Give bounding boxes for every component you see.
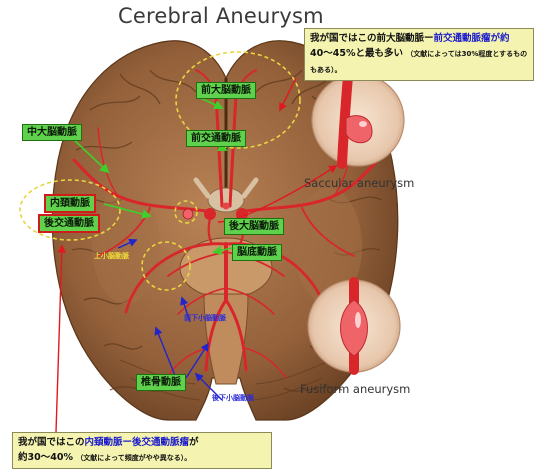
- label-vertebral: 椎骨動脈: [136, 374, 186, 391]
- label-anterior-communicating: 前交通動脈: [186, 130, 246, 147]
- fusiform-aneurysm-illustration: [308, 280, 400, 372]
- caption-saccular: Saccular aneurysm: [304, 176, 414, 190]
- label-posterior-communicating: 後交通動脈: [38, 214, 100, 233]
- bottom-note: 我が国ではこの内頚動脈ー後交通動脈瘤が 約30～40% （文献によって頻度がやや…: [12, 432, 272, 469]
- label-posterior-cerebral: 後大脳動脈: [224, 218, 284, 235]
- saccular-aneurysm-illustration: [312, 74, 404, 166]
- bottom-note-part2: が: [189, 437, 199, 448]
- top-note: 我が国ではこの前大脳動脈ー前交通動脈瘤が約 40～45%と最も多い （文献によっ…: [304, 28, 534, 81]
- label-superior-cerebellar: 上小脳動脈: [94, 252, 129, 260]
- acomm-aneurysm-dot: [223, 203, 230, 210]
- caption-fusiform: Fusiform aneurysm: [300, 382, 410, 396]
- top-note-part1: 我が国ではこの前大脳動脈ー: [310, 33, 434, 44]
- bottom-note-small: （文献によって頻度がやや異なる）。: [76, 454, 191, 462]
- label-middle-cerebral: 中大脳動脈: [22, 124, 82, 141]
- label-posterior-inferior-cerebellar: 後下小脳動脈: [212, 394, 254, 402]
- label-basilar: 脳底動脈: [232, 244, 282, 261]
- top-note-part2: 40～45%と最も多い: [310, 48, 403, 59]
- pcomm-aneurysm-dot: [183, 209, 193, 219]
- bottom-note-part1: 我が国ではこの: [18, 437, 85, 448]
- top-note-highlight: 前交通動脈瘤が約: [434, 33, 510, 44]
- label-anterior-cerebral: 前大脳動脈: [196, 82, 256, 99]
- bottom-note-part3: 約30～40%: [18, 452, 73, 463]
- page-title: Cerebral Aneurysm: [118, 4, 324, 28]
- bottom-note-highlight: 内頚動脈ー後交通動脈瘤: [85, 437, 190, 448]
- label-internal-carotid: 内頚動脈: [44, 194, 96, 213]
- label-anterior-inferior-cerebellar: 前下小脳動脈: [184, 314, 226, 322]
